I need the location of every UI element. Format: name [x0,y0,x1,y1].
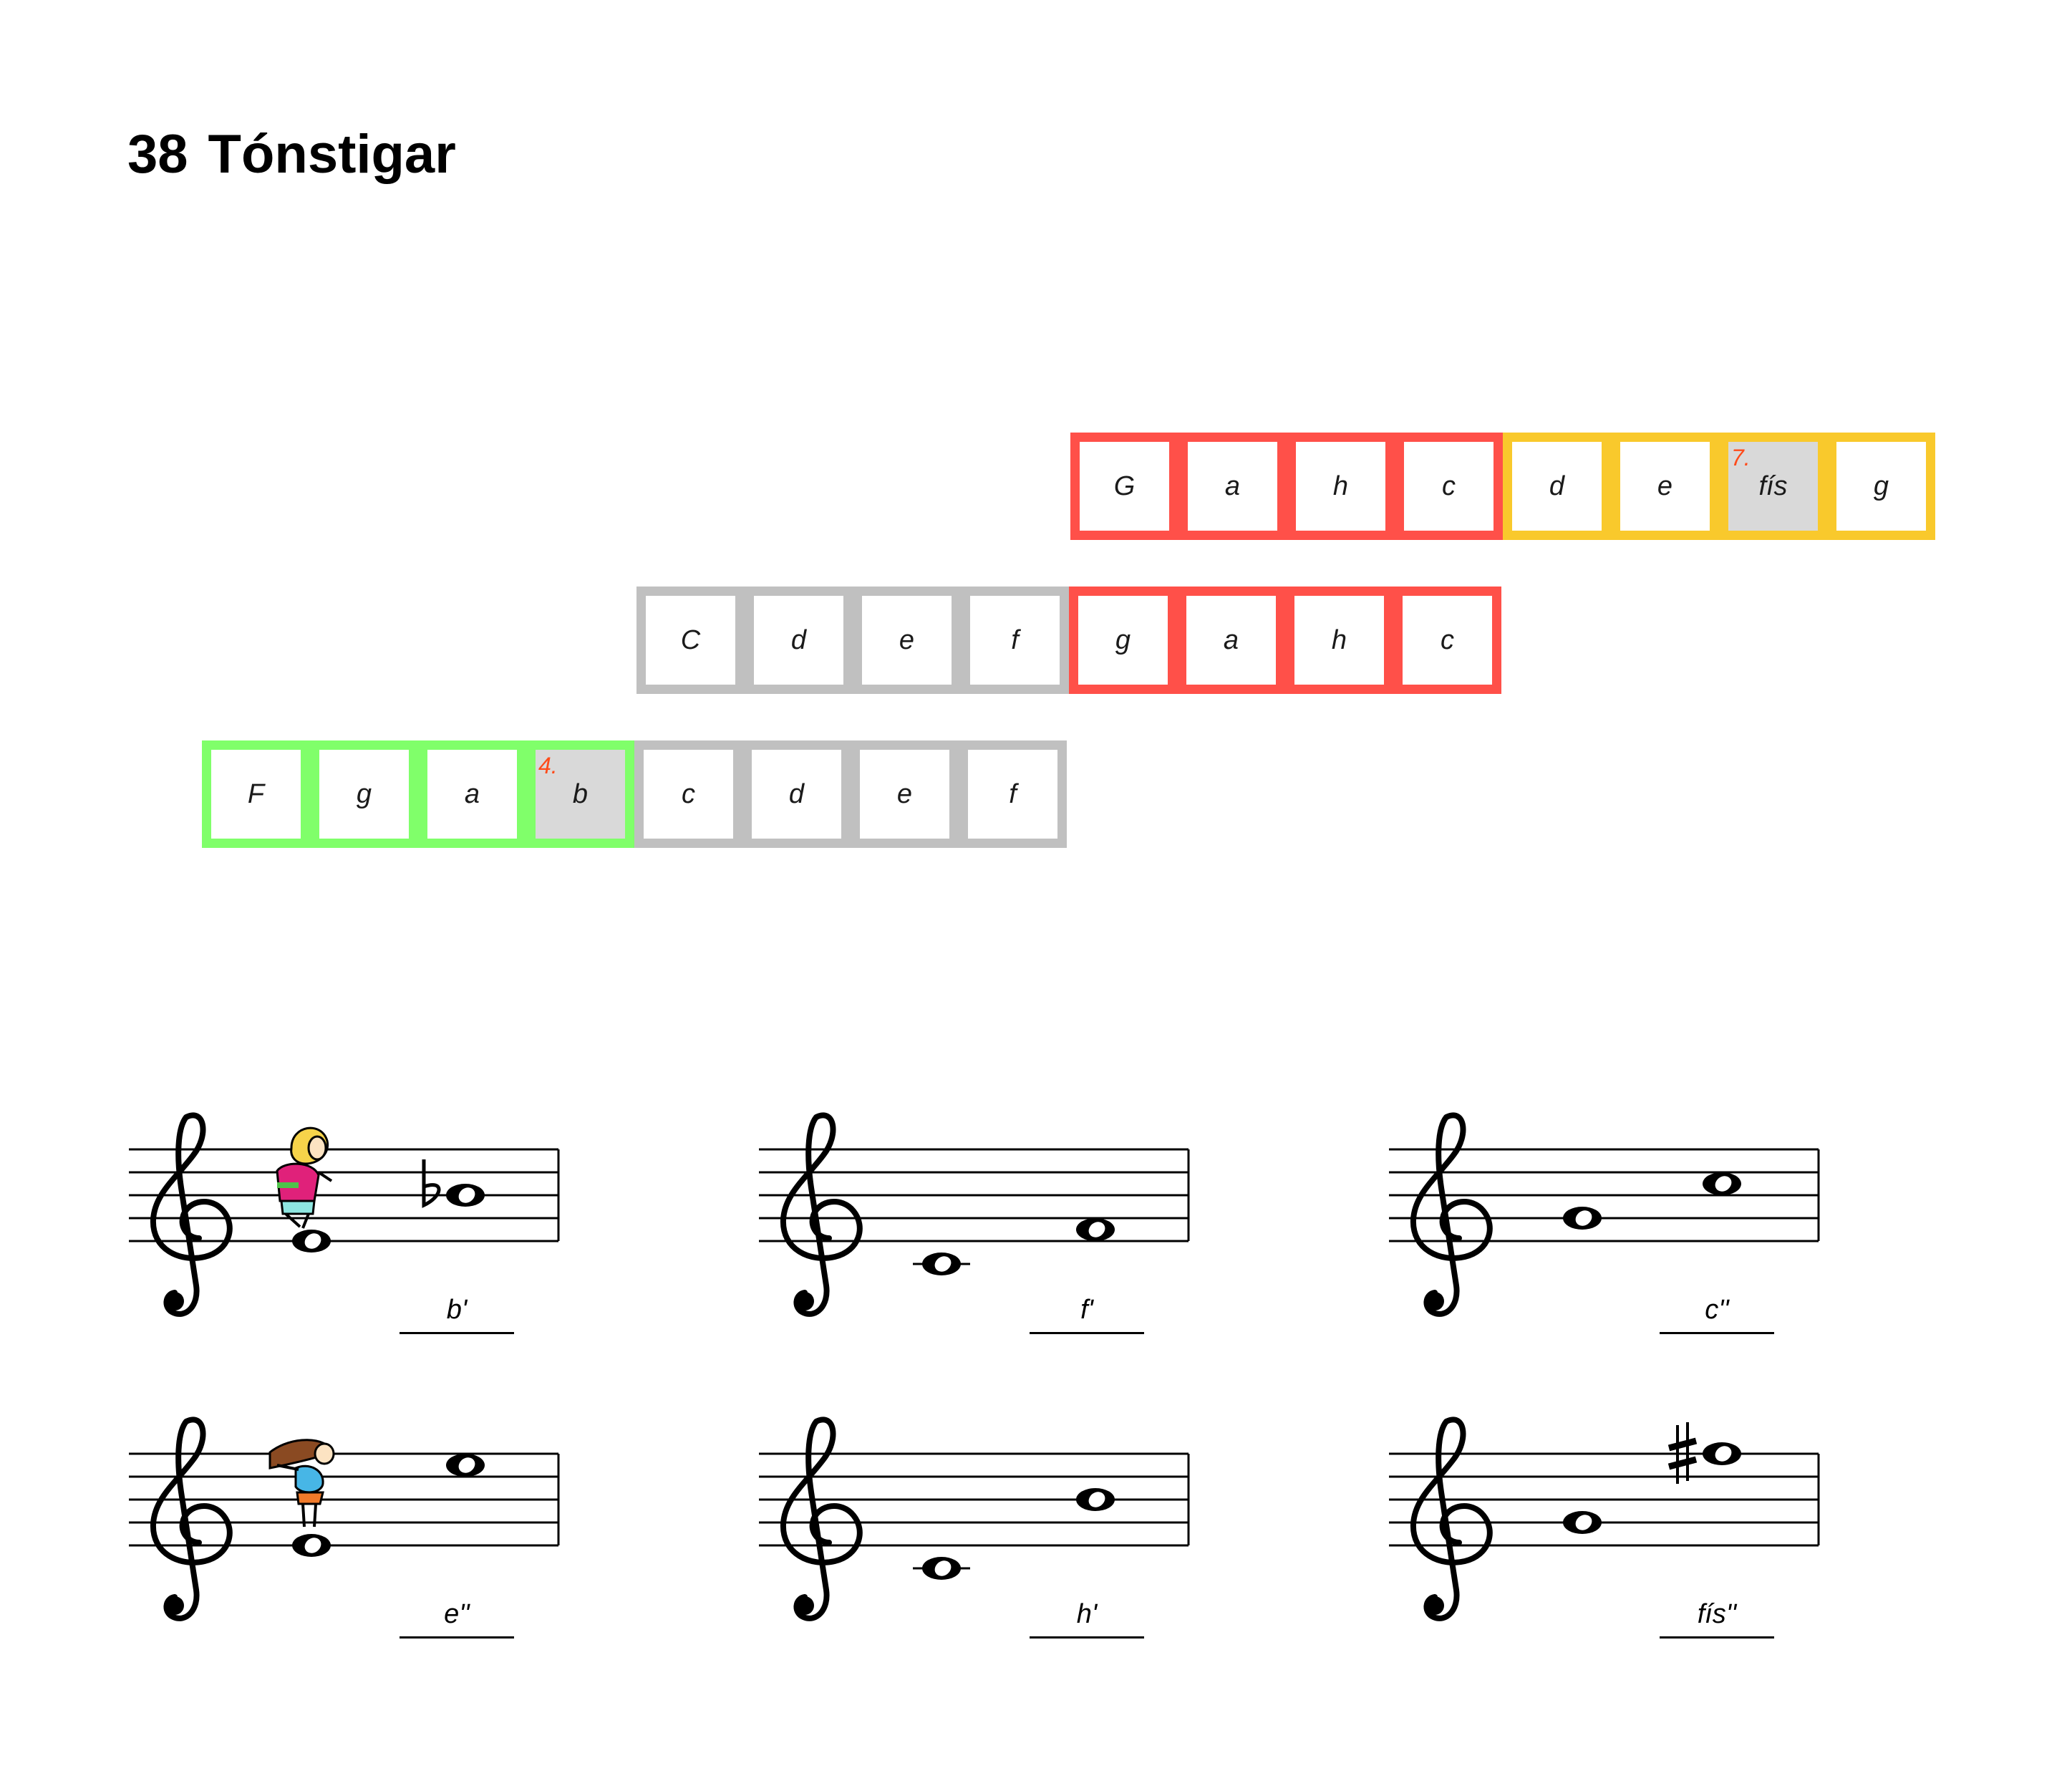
scale-note-box: d [1503,433,1611,540]
note-label: h [1331,624,1347,655]
note-label: a [1223,624,1239,655]
page-heading: Tónstigar [208,124,456,185]
treble-clef-icon [1410,1112,1493,1317]
whole-note [922,1253,961,1275]
note-label: h [1332,470,1349,501]
page-number: 38 [127,124,188,185]
scale-note-box: G [1070,433,1178,540]
scale-note-box: f [961,587,1069,694]
treble-clef-icon [1410,1417,1493,1621]
whole-note [1703,1442,1741,1465]
note-label: C [680,624,701,655]
answer-label: e'' [400,1601,514,1639]
scale-note-box: a [418,740,526,848]
step-ordinal: 4. [538,753,558,778]
scale-note-box: b 4. [526,740,634,848]
staff-exercise [759,1417,1190,1621]
answer-label: c'' [1660,1296,1774,1334]
whole-note [292,1534,331,1557]
girl-kneeling-icon [276,1126,333,1229]
scale-note-box: fís 7. [1719,433,1827,540]
scale-note-box: e [851,740,959,848]
note-label: a [1224,470,1241,501]
treble-clef-icon [150,1112,233,1317]
answer-label: b' [400,1296,514,1334]
treble-clef-icon [150,1417,233,1621]
note-label: f [1011,624,1019,655]
staff-exercise [759,1112,1190,1317]
scale-note-box: g [310,740,418,848]
staff-exercise [129,1417,560,1621]
flat-icon [422,1159,441,1208]
whole-note [1563,1511,1602,1534]
scale-note-box: c [1395,433,1503,540]
note-label: e [1657,470,1673,501]
scale-note-box: h [1287,433,1395,540]
sharp-icon [1667,1422,1698,1484]
note-label: b [572,778,589,809]
scale-note-box: a [1178,433,1287,540]
staff-exercise [129,1112,560,1317]
treble-clef-icon [780,1112,863,1317]
scale-note-box: d [745,587,853,694]
staff-exercise [1389,1417,1820,1621]
note-label: G [1113,470,1136,501]
treble-clef-icon [780,1417,863,1621]
note-label: g [1873,470,1889,501]
scale-note-box: a [1177,587,1285,694]
scale-note-box: d [742,740,851,848]
note-label: e [896,778,913,809]
answer-label: fís'' [1660,1601,1774,1639]
scale-note-box: c [634,740,742,848]
step-ordinal: 7. [1731,445,1751,470]
scale-note-box: g [1827,433,1935,540]
note-label: g [1115,624,1131,655]
whole-note [922,1557,961,1580]
note-label: d [1549,470,1565,501]
answer-label: f' [1030,1296,1144,1334]
note-label: d [788,778,805,809]
note-label: f [1009,778,1017,809]
staff-exercise [1389,1112,1820,1317]
scale-note-box: h [1285,587,1393,694]
whole-note [446,1454,485,1477]
scale-note-box: c [1393,587,1501,694]
note-label: fís [1758,470,1788,501]
whole-note [1703,1172,1741,1195]
scale-note-box: e [1611,433,1719,540]
whole-note [446,1184,485,1207]
girl-crouching-icon [268,1439,335,1528]
whole-note [1076,1488,1115,1511]
whole-note [1563,1207,1602,1230]
note-label: a [464,778,480,809]
note-label: d [790,624,807,655]
note-label: c [1442,470,1456,501]
note-label: g [356,778,372,809]
scale-note-box: C [636,587,745,694]
note-label: c [1441,624,1454,655]
note-label: F [247,778,265,809]
note-label: c [682,778,695,809]
note-label: e [899,624,915,655]
scale-note-box: g [1069,587,1177,694]
page-title: 38 Tónstigar [127,127,456,182]
scale-note-box: e [853,587,961,694]
whole-note [1076,1218,1115,1241]
scale-note-box: f [959,740,1067,848]
scale-note-box: F [202,740,310,848]
answer-label: h' [1030,1601,1144,1639]
whole-note [292,1230,331,1253]
